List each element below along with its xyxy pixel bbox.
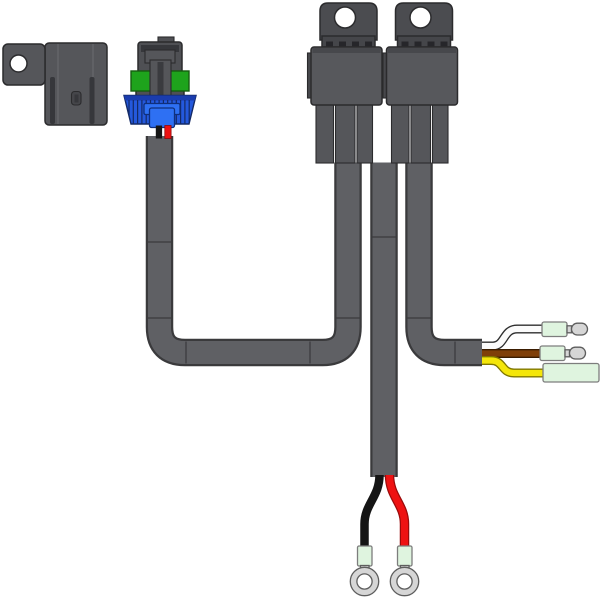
terminal-neck bbox=[564, 349, 571, 358]
loom-u bbox=[148, 136, 360, 364]
bullet-tip-icon bbox=[568, 346, 587, 360]
terminal-barrel bbox=[539, 345, 566, 362]
loom-elbow bbox=[407, 162, 482, 364]
terminal-barrel bbox=[541, 321, 568, 338]
relay-1 bbox=[306, 2, 383, 164]
ring-hole-icon bbox=[356, 573, 373, 590]
connector-red-wire bbox=[164, 125, 172, 139]
yellow-wire bbox=[482, 357, 544, 377]
bullet-terminal-brown bbox=[539, 345, 587, 362]
fuse-holder-latch-slot bbox=[74, 94, 79, 103]
battery-leads bbox=[349, 474, 420, 597]
white-wire bbox=[482, 325, 543, 350]
relay-2 bbox=[382, 2, 459, 164]
ring-hole-icon bbox=[396, 573, 413, 590]
blue-plug-body bbox=[148, 107, 176, 129]
ring-terminal-red bbox=[389, 545, 420, 597]
terminal-barrel bbox=[356, 545, 373, 567]
fuse-holder-slot bbox=[89, 77, 95, 124]
connector-body-shadow bbox=[141, 45, 179, 52]
terminal-neck bbox=[566, 325, 573, 334]
output-leads bbox=[482, 321, 600, 383]
connector-latch-gap bbox=[157, 62, 164, 102]
black-wire bbox=[360, 474, 384, 550]
fuse-holder-slot bbox=[50, 77, 55, 124]
fuse-holder bbox=[2, 42, 108, 126]
bulb-connector bbox=[123, 36, 197, 139]
loom-assembly bbox=[145, 136, 482, 477]
ring-terminal-black bbox=[349, 545, 380, 597]
terminal-barrel bbox=[396, 545, 413, 567]
loom-seams bbox=[148, 236, 456, 364]
bullet-tip-icon bbox=[570, 322, 589, 336]
female-terminal-yellow bbox=[542, 362, 600, 383]
red-wire bbox=[386, 474, 408, 550]
bullet-terminal-white bbox=[541, 321, 589, 338]
mounting-hole-icon bbox=[9, 54, 28, 73]
loom-u-outline bbox=[145, 136, 362, 367]
seal-top-band bbox=[124, 95, 196, 101]
connector-black-wire bbox=[155, 125, 163, 139]
